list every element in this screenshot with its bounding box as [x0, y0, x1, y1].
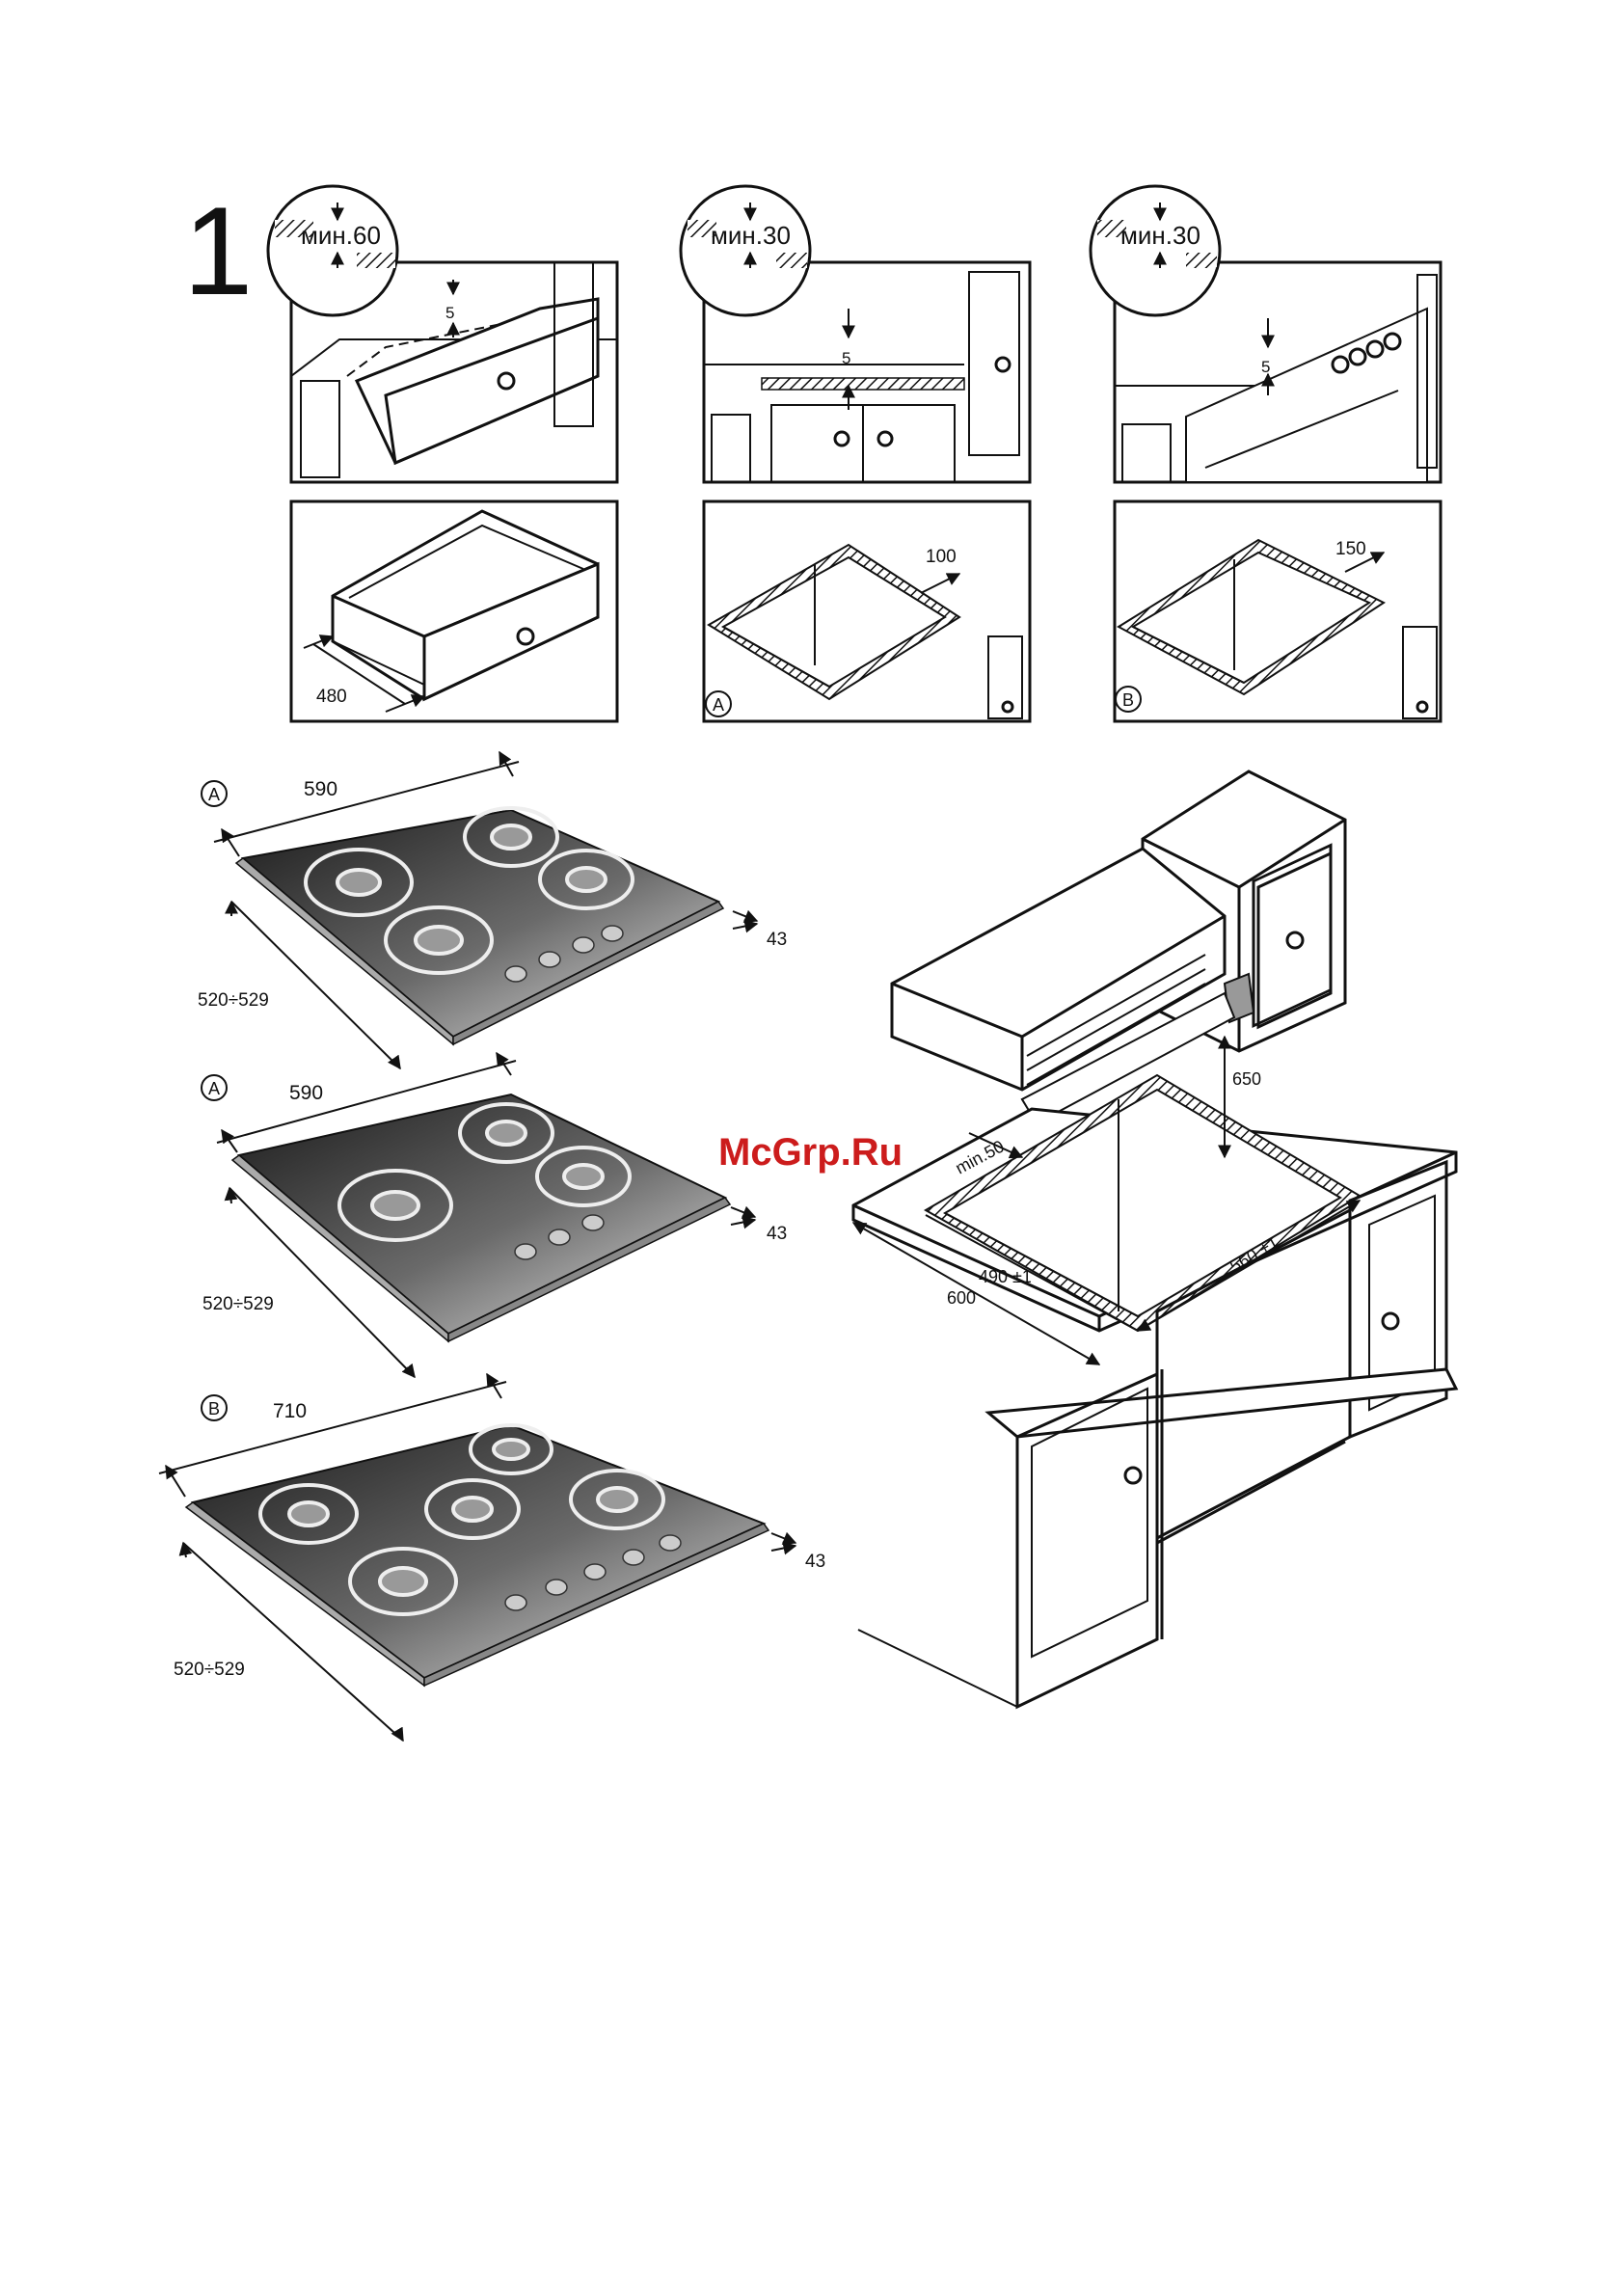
hob-b: B 710 520÷529 43	[159, 1374, 825, 1741]
kitchen-installation	[853, 771, 1456, 1707]
hob-a-2-depth: 520÷529	[202, 1294, 274, 1314]
hob-a-1-width: 590	[304, 778, 337, 800]
panel-cutout-a	[704, 501, 1030, 721]
hob-a-1-variant: A	[208, 785, 220, 804]
gap-label-1: 5	[445, 304, 454, 322]
hob-a-1-depth: 520÷529	[198, 990, 269, 1011]
hob-b-width: 710	[273, 1400, 307, 1422]
watermark: McGrp.Ru	[718, 1131, 903, 1174]
hob-a-2-height: 43	[767, 1224, 787, 1244]
hob-a-1: A 590 520÷529 43	[198, 752, 787, 1068]
cutout-depth-label: 490 ±1	[979, 1267, 1032, 1286]
clearance-label-3: мин.30	[1120, 221, 1200, 250]
hood-height-label: 650	[1232, 1069, 1261, 1089]
cutout-b-variant: B	[1122, 690, 1134, 710]
zoom-circle-2: мин.30	[681, 186, 810, 315]
hob-a-1-height: 43	[767, 930, 787, 950]
hob-b-height: 43	[805, 1552, 825, 1572]
hob-b-depth: 520÷529	[174, 1660, 245, 1680]
hob-a-2: A 590 520÷529 43	[202, 1053, 787, 1377]
zoom-circle-3: мин.30	[1091, 186, 1220, 315]
clearance-label-2: мин.30	[711, 221, 791, 250]
cutout-a-variant: A	[713, 695, 724, 715]
panel-cutout-b	[1115, 501, 1441, 721]
gap-label-2: 5	[842, 349, 850, 367]
drawer-depth-label: 480	[316, 687, 347, 707]
cutout-b-label: 150	[1335, 539, 1366, 559]
hob-a-2-width: 590	[289, 1082, 323, 1104]
hob-a-2-variant: A	[208, 1079, 220, 1098]
cutout-a-label: 100	[926, 547, 957, 567]
hob-b-variant: B	[208, 1399, 220, 1418]
gap-label-3: 5	[1261, 358, 1270, 376]
zoom-circle-1: мин.60	[268, 186, 397, 315]
figure-number: 1	[183, 180, 253, 321]
counter-depth-label: 600	[947, 1288, 976, 1308]
clearance-label-1: мин.60	[301, 221, 381, 250]
